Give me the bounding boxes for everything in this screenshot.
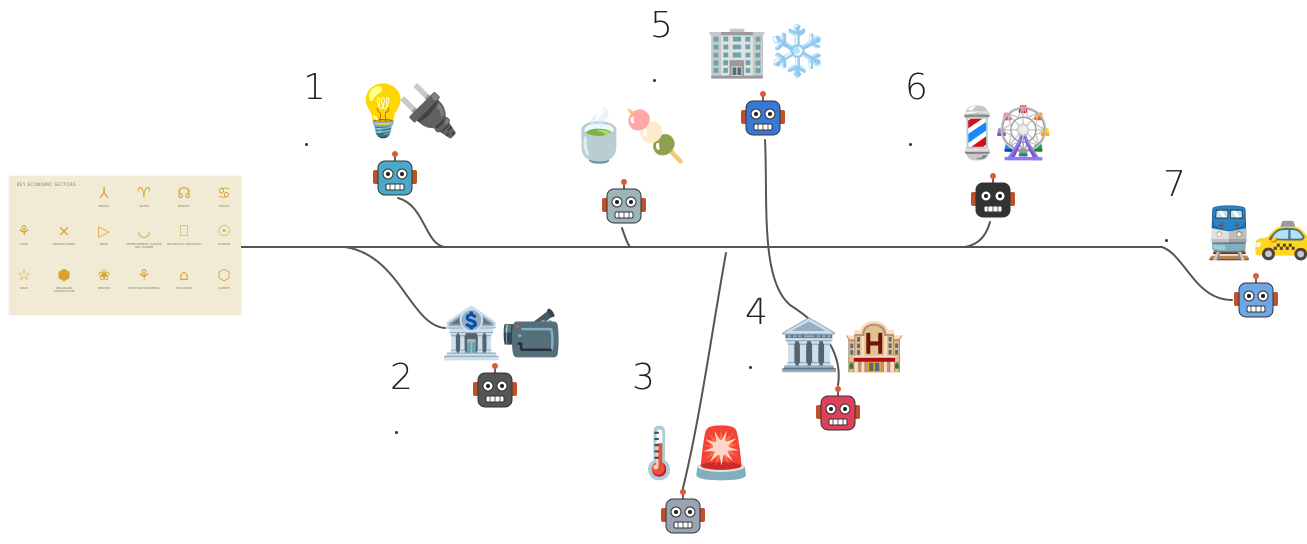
security-camera-icon: 📹 bbox=[500, 304, 563, 362]
sector-item: ◡ ENTERTAINMENT, CULTURE AND TOURISM bbox=[125, 224, 163, 250]
robot-icon-branch-6 bbox=[967, 172, 1019, 228]
sector-icon: ♋ bbox=[217, 184, 231, 202]
sector-item: ⚘ SPORT AND WELLBEING bbox=[125, 268, 163, 291]
robot-icon-branch-7 bbox=[1230, 272, 1282, 328]
barber-pole-icon: 💈 bbox=[946, 104, 1009, 162]
sector-item: ▷ MEDIA bbox=[85, 224, 123, 247]
branch-6-dot bbox=[909, 143, 912, 146]
sector-item: ⬢ DESIGN AND CONSTRUCTION bbox=[45, 268, 83, 294]
robot-icon-branch-3 bbox=[657, 488, 709, 544]
office-building-icon: 🏢 bbox=[706, 22, 769, 80]
branch-6-number: 6 bbox=[905, 67, 928, 108]
train-icon: 🚆 bbox=[1198, 204, 1261, 262]
sector-item: ⬡ CLIMATE bbox=[205, 268, 243, 291]
ferris-wheel-icon: 🎡 bbox=[992, 104, 1055, 162]
sector-item: ❀ SERVICES bbox=[85, 268, 123, 291]
branch-1-number: 1 bbox=[303, 67, 326, 108]
sector-icon: ◡ bbox=[137, 222, 151, 240]
key-economic-sectors-card[interactable]: KEY ECONOMIC SECTORS ⅄ ENERGY ♈ WATER ☊ MOBIL… bbox=[9, 176, 241, 315]
branch-1-line bbox=[397, 197, 446, 248]
bank-icon: 🏦 bbox=[440, 304, 503, 362]
branch-4-number: 4 bbox=[745, 292, 768, 333]
sector-item: ⅄ ENERGY bbox=[85, 186, 123, 209]
sector-label: TECHNOLOGY AND DIGITAL bbox=[166, 243, 202, 246]
siren-light-icon: 🚨 bbox=[690, 424, 753, 482]
sector-icon: ⌂ bbox=[179, 266, 189, 284]
sector-label: DESIGN AND CONSTRUCTION bbox=[53, 287, 75, 293]
branch-3-line bbox=[681, 252, 727, 493]
branch-7-number: 7 bbox=[1163, 164, 1186, 205]
sector-label: TOURISM bbox=[218, 243, 230, 246]
branch-2-number: 2 bbox=[390, 357, 413, 398]
sector-label: HEALTH bbox=[219, 205, 229, 208]
sector-item: ⌂ EDUCATION bbox=[165, 268, 203, 291]
sector-label: ENERGY bbox=[98, 205, 110, 208]
branch-7-line bbox=[1161, 246, 1233, 301]
robot-icon-branch-4 bbox=[812, 385, 864, 441]
hotel-icon: 🏨 bbox=[843, 316, 906, 374]
sector-label: SPACE bbox=[19, 287, 29, 290]
sector-icon: ⨯ bbox=[57, 222, 71, 240]
sector-icon: ⬢ bbox=[57, 266, 71, 284]
card-title: KEY ECONOMIC SECTORS bbox=[17, 182, 76, 187]
sector-label: ENTERTAINMENT, CULTURE AND TOURISM bbox=[126, 243, 162, 249]
sector-item: ⚘ FOOD bbox=[5, 224, 43, 247]
branch-3-number: 3 bbox=[632, 357, 655, 398]
sector-label: WATER bbox=[139, 205, 149, 208]
branch-2-dot bbox=[395, 431, 398, 434]
sector-item: ☉ TOURISM bbox=[205, 224, 243, 247]
branch-2-line bbox=[344, 246, 446, 329]
sector-label: SPORT AND WELLBEING bbox=[128, 287, 160, 290]
sector-item: ⎕ TECHNOLOGY AND DIGITAL bbox=[165, 224, 203, 247]
sector-icon: ⎕ bbox=[179, 222, 189, 240]
sector-item: ☆ SPACE bbox=[5, 268, 43, 291]
sector-item: ⨯ MANUFACTURING bbox=[45, 224, 83, 247]
branch-4-dot bbox=[749, 366, 752, 369]
sector-label: MANUFACTURING bbox=[52, 243, 76, 246]
light-bulb-icon: 💡 bbox=[352, 82, 415, 140]
sector-label: CLIMATE bbox=[218, 287, 230, 290]
sector-icon: ⬡ bbox=[217, 266, 231, 284]
sector-label: SERVICES bbox=[97, 287, 111, 290]
branch-7-dot bbox=[1165, 239, 1168, 242]
sector-item: ☊ MOBILITY bbox=[165, 186, 203, 209]
sector-icon: ❀ bbox=[97, 266, 111, 284]
thermometer-icon: 🌡️ bbox=[628, 424, 691, 482]
sector-icon: ▷ bbox=[98, 222, 110, 240]
taxi-icon: 🚕 bbox=[1252, 204, 1307, 262]
branch-4-line bbox=[764, 139, 840, 386]
robot-icon-branch-2 bbox=[469, 362, 521, 418]
sector-icon: ☆ bbox=[17, 266, 31, 284]
classical-building-icon: 🏛️ bbox=[778, 316, 841, 374]
sector-item: ♈ WATER bbox=[125, 186, 163, 209]
sector-label: MEDIA bbox=[99, 243, 109, 246]
branch-5-line bbox=[621, 227, 631, 248]
branch-5-number: 5 bbox=[650, 5, 673, 46]
robot-icon-branch-5b bbox=[598, 178, 650, 234]
sector-icon: ⚘ bbox=[17, 222, 31, 240]
tea-bowl-icon: 🍵 bbox=[568, 107, 631, 165]
robot-icon-branch-1 bbox=[369, 150, 421, 206]
sector-icon: ☊ bbox=[177, 184, 191, 202]
branch-6-line bbox=[964, 221, 991, 248]
branch-1-dot bbox=[305, 143, 308, 146]
sector-item: ♋ HEALTH bbox=[205, 186, 243, 209]
sector-label: EDUCATION bbox=[176, 287, 192, 290]
electric-plug-icon: 🔌 bbox=[397, 82, 460, 140]
dango-icon: 🍡 bbox=[624, 107, 687, 165]
robot-icon-branch-5a bbox=[737, 90, 789, 146]
branch-5-dot bbox=[653, 79, 656, 82]
sector-label: MOBILITY bbox=[177, 205, 191, 208]
sector-icon: ⚘ bbox=[137, 266, 151, 284]
sector-icon: ☉ bbox=[217, 222, 231, 240]
sector-icon: ♈ bbox=[137, 184, 151, 202]
sector-label: FOOD bbox=[20, 243, 28, 246]
sector-icon: ⅄ bbox=[99, 184, 109, 202]
snowflake-icon: ❄️ bbox=[766, 22, 829, 80]
